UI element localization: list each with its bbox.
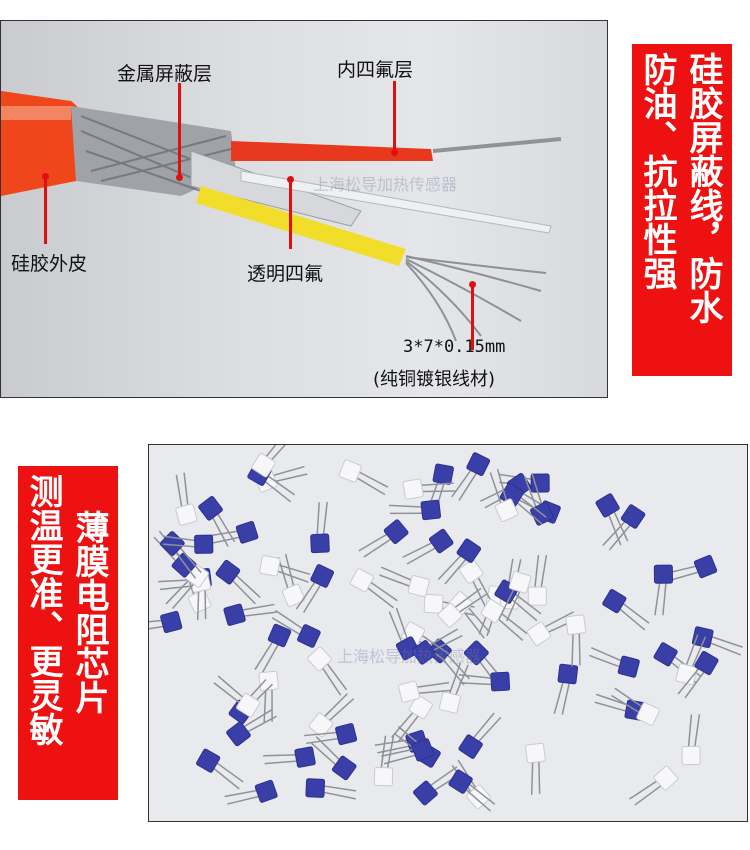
- resistor-chip: [411, 628, 463, 665]
- resistor-chip: [489, 468, 519, 523]
- resistor-chip: [437, 587, 487, 628]
- label-spec: 3*7*0.15mm: [403, 337, 506, 357]
- resistor-chip: [259, 555, 311, 583]
- resistor-chip: [451, 452, 491, 501]
- pointer-inner-ptfe: [393, 81, 396, 153]
- resistor-chip: [338, 459, 389, 496]
- white-conductor: [240, 170, 552, 234]
- pointer-dot: [42, 173, 49, 180]
- resistor-chip: [254, 623, 292, 674]
- resistor-chip: [565, 614, 587, 667]
- resistor-chip: [681, 714, 701, 766]
- resistor-chip: [215, 559, 261, 605]
- resistor-chip: [553, 663, 579, 715]
- resistor-chip: [589, 647, 640, 678]
- resistor-chip: [664, 554, 718, 582]
- label-inner-ptfe: 内四氟层: [337, 59, 414, 81]
- label-spec-note: (纯铜镀银线材): [373, 369, 496, 390]
- resistor-chip: [381, 738, 435, 765]
- resistor-chip: [304, 723, 358, 746]
- resistor-chip: [263, 746, 316, 768]
- resistor-chip: [308, 693, 355, 738]
- pointer-transparent-ptfe: [289, 179, 292, 249]
- resistor-chip: [498, 570, 532, 622]
- resistor-chip: [611, 687, 660, 726]
- resistor-chip: [526, 611, 579, 646]
- resistor-chip: [223, 603, 277, 626]
- pointer-spec: [471, 285, 474, 350]
- resistor-chip: [402, 528, 454, 565]
- pointer-metal-shield: [178, 83, 181, 178]
- resistor-chip: [310, 501, 330, 554]
- resistor-chip: [379, 566, 430, 598]
- resistor-chip: [224, 779, 278, 805]
- watermark-text: 上海松导加热传感器: [337, 647, 482, 666]
- label-transparent-ptfe: 透明四氟: [247, 263, 324, 285]
- resistor-chip: [258, 670, 279, 723]
- resistor-chip: [402, 478, 456, 500]
- resistor-chip: [525, 742, 546, 795]
- feature-banner-right: 硅胶屏蔽线，防水 防油、抗拉性强: [632, 44, 732, 376]
- resistor-chip: [162, 534, 214, 554]
- resistor-chip: [629, 765, 679, 806]
- banner-text-col1: 硅胶屏蔽线，防水: [683, 52, 723, 324]
- yellow-ptfe-wire: [196, 186, 406, 266]
- cable-photo: 上海松导加热传感器 金属屏蔽层 内四氟层 硅胶外皮 透明四氟 3*7*0.15m…: [0, 20, 608, 398]
- resistor-chip: [595, 493, 629, 546]
- resistor-chip: [602, 589, 650, 631]
- feature-banner-left: 薄膜电阻芯片 测温更准、更灵敏: [18, 466, 118, 800]
- banner-text-col2: 防油、抗拉性强: [637, 52, 677, 290]
- resistor-chip: [389, 499, 442, 521]
- resistor-chip: [175, 472, 198, 526]
- banner-text-col2: 测温更准、更灵敏: [23, 474, 63, 746]
- pointer-silicone-jacket: [44, 176, 47, 244]
- resistor-chip: [675, 634, 707, 686]
- resistor-chip: [251, 445, 294, 478]
- resistor-chip: [305, 778, 357, 800]
- banner-text-col1: 薄膜电阻芯片: [69, 510, 109, 714]
- resistor-chip: [438, 662, 469, 714]
- pointer-dot: [287, 176, 294, 183]
- resistor-chip: [398, 680, 452, 703]
- resistor-chip: [198, 496, 236, 547]
- resistor-chip: [527, 555, 548, 606]
- resistor-chip: [437, 538, 482, 585]
- resistor-chip: [149, 610, 183, 634]
- resistor-chip: [373, 735, 395, 787]
- resistor-chip: [295, 564, 335, 613]
- resistor-chip: [458, 671, 511, 692]
- red-ptfe-wire: [231, 141, 433, 161]
- pointer-dot: [176, 174, 183, 181]
- resistor-chip: [349, 568, 398, 609]
- label-metal-shield: 金属屏蔽层: [117, 63, 213, 85]
- resistor-chip: [458, 712, 502, 759]
- resistor-chip: [677, 650, 719, 699]
- resistor-chip: [307, 646, 348, 696]
- resistor-chip: [226, 709, 277, 747]
- resistor-chip: [602, 504, 646, 551]
- jacket-highlight: [1, 106, 71, 120]
- pointer-dot: [469, 281, 476, 288]
- resistor-chip: [358, 519, 409, 558]
- watermark-text: 上海松导加热传感器: [313, 175, 458, 194]
- resistor-chips-photo: 上海松导加热传感器: [148, 444, 748, 822]
- chips-illustration: [149, 445, 743, 812]
- resistor-chip: [213, 675, 261, 718]
- pointer-dot: [391, 149, 398, 156]
- resistor-chip: [271, 609, 321, 648]
- resistor-chip: [196, 748, 244, 790]
- resistor-chip: [277, 553, 306, 608]
- label-silicone-jacket: 硅胶外皮: [11, 253, 88, 275]
- resistor-chip: [448, 769, 496, 812]
- cable-illustration: [1, 91, 562, 342]
- resistor-chip: [391, 694, 433, 742]
- resistor-chip: [653, 564, 674, 616]
